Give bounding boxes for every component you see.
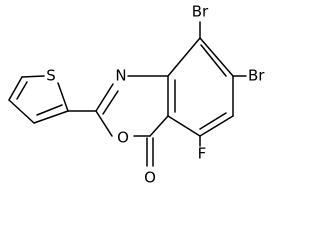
atom-label-fluorine: F: [198, 145, 207, 163]
structure-canvas: Br Br F N O O S: [8, 3, 265, 187]
bond-n-c2-inner: [102, 90, 119, 115]
bond-c8-c7-inner: [200, 44, 227, 77]
atom-label-br-top: Br: [192, 3, 209, 21]
bond-thiophene-c2-c3-inner: [36, 104, 63, 116]
bond-thiophene-c3-c4: [8, 99, 35, 124]
bond-n-c2: [95, 83, 114, 112]
bond-c5-c4a: [167, 115, 201, 137]
atom-label-br-right: Br: [248, 67, 265, 85]
bond-thiophene-c4-c5: [8, 76, 23, 101]
atom-label-carbonyl-oxygen: O: [144, 169, 156, 187]
bond-thiophene-c4-c5-inner: [16, 81, 28, 100]
bond-c6-c5-inner: [199, 112, 227, 130]
atom-label-ring-oxygen: O: [117, 129, 129, 147]
bond-c2-o1: [95, 110, 113, 137]
atom-label-ring-nitrogen: N: [115, 67, 126, 85]
bond-thiophene-c5-s: [21, 75, 45, 78]
bond-c6-c5: [199, 115, 234, 137]
molecule-diagram: Br Br F N O O S: [8, 3, 265, 187]
bond-thiophene-s-c2: [57, 82, 69, 112]
atom-label-thiophene-sulfur: S: [46, 67, 56, 85]
bond-c8-c7: [199, 37, 234, 77]
bond-thiophene-c2-c3: [33, 110, 69, 124]
bond-c8-c8a: [167, 37, 201, 77]
bond-c4-c4a: [149, 115, 169, 137]
